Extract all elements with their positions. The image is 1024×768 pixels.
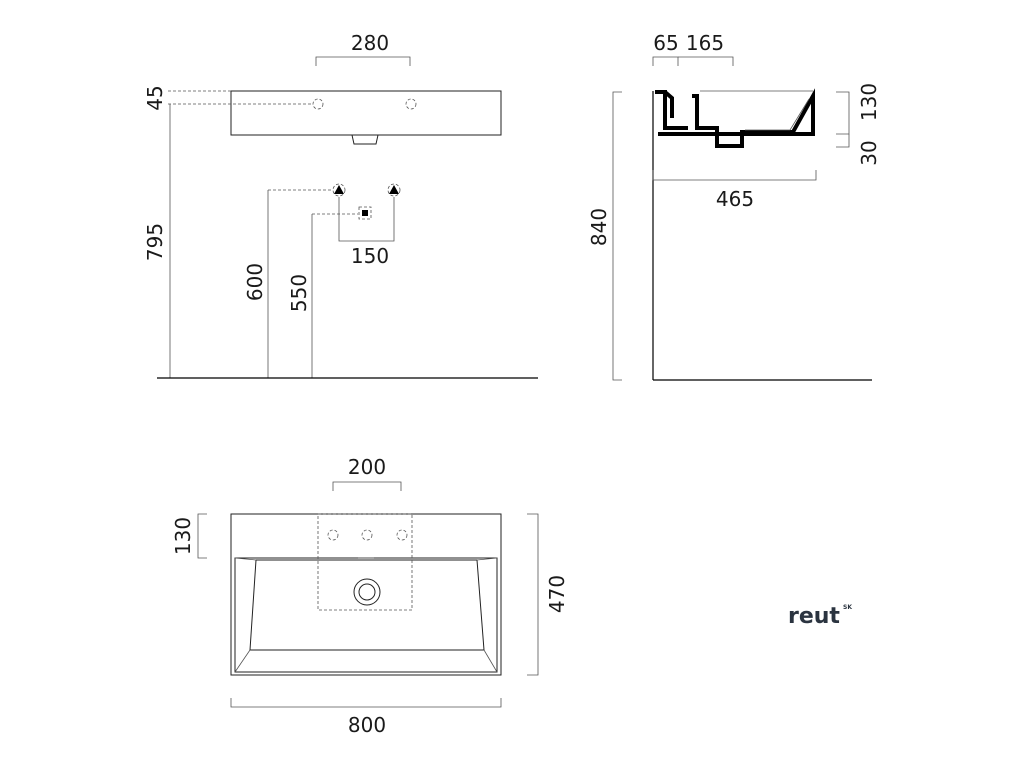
front-drain-stub — [351, 134, 379, 145]
side-basin-profile — [655, 88, 815, 148]
front-tap-hole-right — [405, 98, 417, 110]
top-bowl-corner-bl — [234, 649, 251, 673]
valve-left-ring — [332, 183, 346, 197]
logo-superscript: SK — [843, 604, 852, 611]
dim-150-label: 150 — [351, 244, 389, 268]
valve-left-marker — [334, 185, 344, 194]
top-view: 200 130 470 800 — [171, 455, 569, 737]
dim-795-label: 795 — [143, 223, 167, 261]
top-bowl-corner-br — [483, 649, 498, 673]
top-tap-area — [317, 513, 413, 611]
dim-550-label: 550 — [287, 274, 311, 312]
top-basin-outline — [230, 513, 502, 676]
dim-280-bracket — [315, 56, 411, 66]
top-drain-outer — [353, 578, 381, 606]
dim-30-label: 30 — [857, 140, 881, 165]
front-tap-hole-left — [312, 98, 324, 110]
dim-165-label: 165 — [686, 31, 724, 55]
dim-150-bracket — [338, 197, 395, 242]
top-bowl-corner-tl — [234, 557, 257, 561]
dim-200-label: 200 — [348, 455, 386, 479]
top-bowl-outer — [234, 557, 498, 673]
front-basin-outline — [230, 90, 502, 136]
dim-465-bracket — [652, 170, 817, 181]
dim-465-label: 465 — [716, 187, 754, 211]
dim-600-label: 600 — [243, 263, 267, 301]
dim-280-label: 280 — [351, 31, 389, 55]
top-bowl-corner-tr — [476, 557, 498, 561]
brand-logo: reut SK — [788, 604, 852, 629]
logo-text: reut — [788, 604, 840, 629]
dim-470-bracket — [527, 513, 539, 676]
dim-130-top-bracket — [197, 513, 207, 559]
top-drain-inner — [358, 583, 376, 601]
dim-65-label: 65 — [653, 31, 678, 55]
top-tap-hole-right — [396, 529, 408, 541]
dim-470-label: 470 — [545, 575, 569, 613]
dim-800-bracket — [230, 698, 502, 708]
valve-right-ring — [387, 183, 401, 197]
top-tap-hole-left — [327, 529, 339, 541]
dim-130-side-bracket — [836, 91, 850, 135]
side-view: 65 165 130 30 465 840 — [587, 31, 881, 381]
dim-130-top-label: 130 — [171, 517, 195, 555]
dim-45-label: 45 — [143, 85, 167, 110]
dim-200-bracket — [332, 481, 402, 491]
dim-130-side-label: 130 — [857, 83, 881, 121]
dim-840-label: 840 — [587, 208, 611, 246]
drain-outlet-ring — [358, 206, 372, 220]
dim-65-bracket — [652, 56, 679, 66]
top-tap-hole-center — [361, 529, 373, 541]
dim-840-bracket — [612, 91, 622, 381]
side-inner-slope — [745, 98, 810, 131]
valve-right-marker — [389, 185, 399, 194]
dim-165-bracket — [678, 56, 734, 66]
dim-30-bracket — [836, 134, 850, 148]
drain-outlet-marker — [362, 210, 368, 216]
front-view: 280 45 795 600 550 150 — [143, 31, 538, 379]
dim-800-label: 800 — [348, 713, 386, 737]
